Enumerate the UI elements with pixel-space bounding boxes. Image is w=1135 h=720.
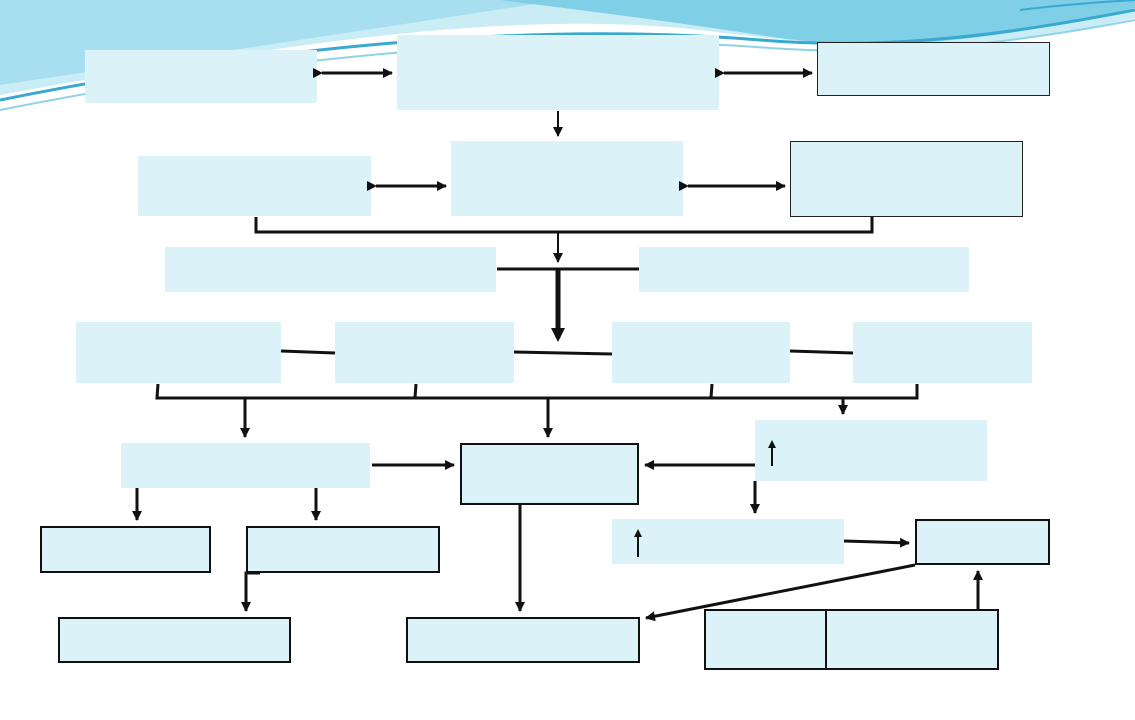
box-row4-b [335,322,514,383]
box-row6-note [612,519,844,564]
bracket-row4 [155,383,919,400]
box-row6-a [40,526,211,573]
box-row6-right [915,519,1050,565]
box-row5-center [460,443,639,505]
box-mid-left [138,156,371,216]
box-top-right [817,42,1050,96]
box-row4-d [853,322,1032,383]
tick-row4-b [413,383,418,399]
arrow-row6-b-to-row7-left [241,571,260,612]
box-row7-center [406,617,640,663]
box-band-left [165,247,496,292]
arrow-row6-right-to-row7-center [645,563,916,622]
link-row4-ab [280,349,336,355]
box-top-center [397,35,719,110]
box-row7-split [704,609,999,670]
box-row5-left [121,443,370,488]
box-row6-b [246,526,440,573]
bracket-row2 [254,217,874,234]
box-row5-right [755,420,987,481]
box-row7-left [58,617,291,663]
box-mid-right [790,141,1023,217]
tick-row4-c [709,383,714,399]
box-band-right [639,247,969,292]
arrow-row6-note-to-right [843,537,910,548]
box-mid-center [451,141,683,216]
split-divider [825,611,827,668]
box-row4-c [612,322,790,383]
box-row4-a [76,322,281,383]
link-row4-bc [513,350,613,356]
link-row4-cd [789,349,854,355]
box-top-left [85,50,317,103]
